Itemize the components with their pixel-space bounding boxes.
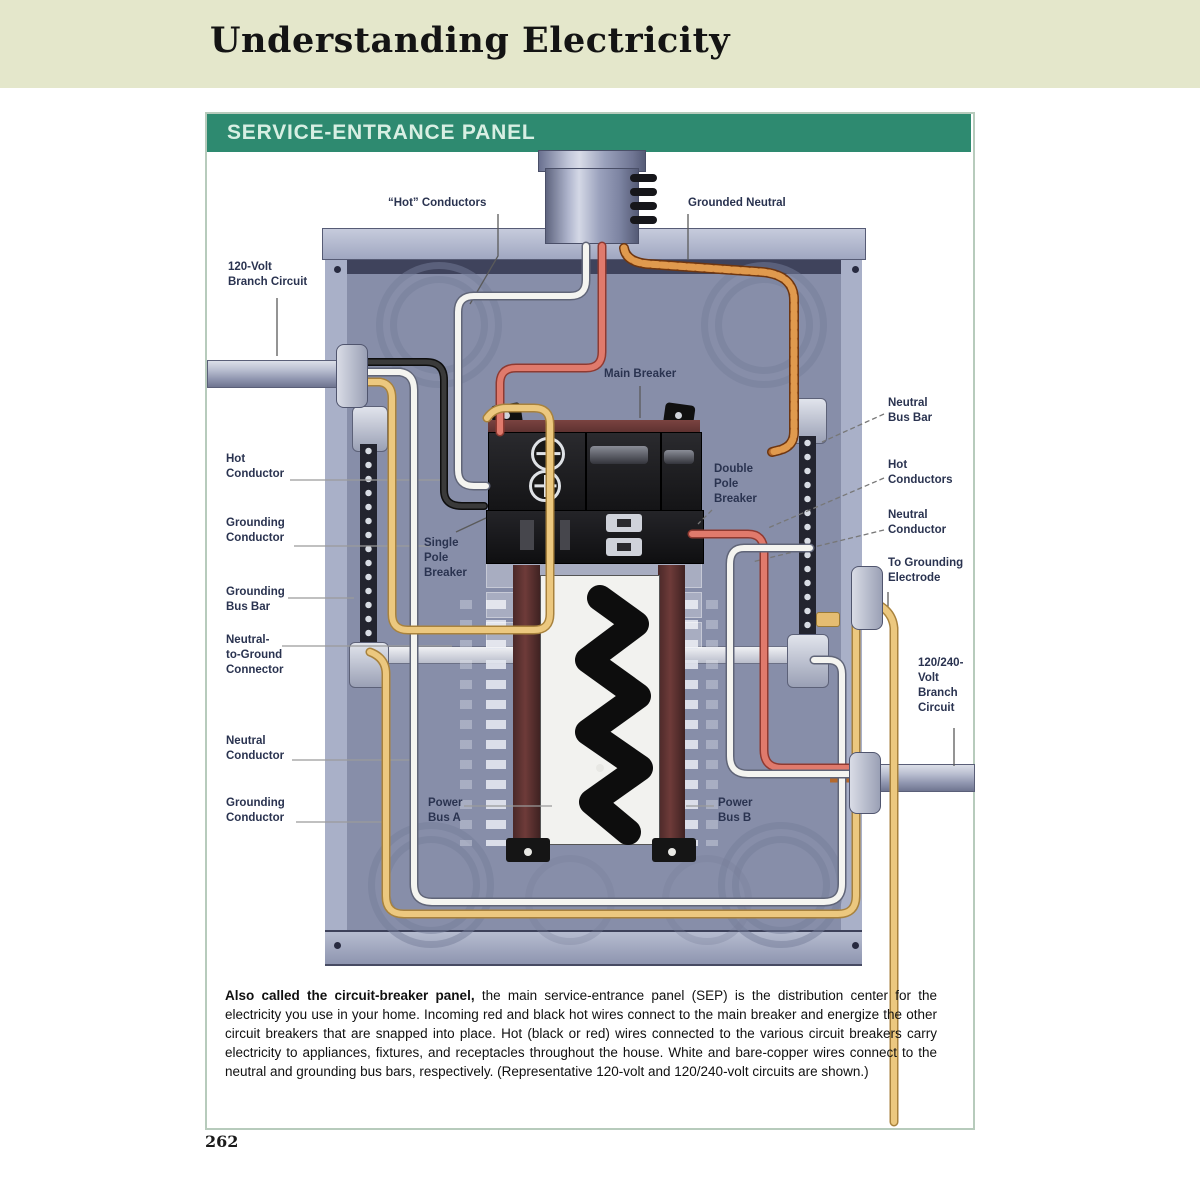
breaker-divider [585, 432, 587, 510]
branch-conduit-left [207, 360, 347, 388]
header-band [0, 0, 1200, 88]
main-breaker-lug [531, 437, 565, 471]
label-power-bus-b: Power Bus B [718, 797, 753, 824]
branch-breaker-row [486, 510, 704, 564]
label-neutral-conductor-left: Neutral Conductor [226, 735, 285, 762]
service-conduit [545, 168, 639, 244]
label-120-240-volt-branch-circuit: 120/240- Volt Branch Circuit [918, 657, 964, 714]
single-pole-breaker-slot [520, 520, 534, 550]
grounding-electrode-connector [851, 566, 883, 630]
bus-foot-screw [668, 848, 676, 856]
label-neutral-conductor-right: Neutral Conductor [888, 509, 947, 536]
label-hot-conductors-right: Hot Conductors [888, 459, 953, 486]
panel-screw [852, 942, 859, 949]
conduit-connector-left [336, 344, 368, 408]
bus-foot-screw [524, 848, 532, 856]
ground-wire-terminal [816, 612, 840, 627]
panel-screw [334, 266, 341, 273]
label-single-pole-breaker: Single Pole Breaker [424, 537, 467, 579]
bus-rail-right [658, 565, 685, 855]
breaker-slot-ladder [706, 600, 718, 846]
ear-screw [675, 412, 682, 419]
double-pole-breaker-handle [606, 514, 642, 532]
label-neutral-to-ground-connector: Neutral- to-Ground Connector [226, 634, 284, 676]
main-breaker [488, 432, 702, 512]
figure-caption: Also called the circuit-breaker panel, t… [225, 986, 937, 1081]
page-title: Understanding Electricity [210, 20, 731, 61]
label-neutral-bus-bar: Neutral Bus Bar [888, 397, 933, 424]
label-hot-conductors-top: “Hot” Conductors [388, 197, 487, 209]
knockout-ring [382, 836, 480, 934]
panel-screw [334, 942, 341, 949]
breaker-divider [660, 432, 662, 510]
conduit-bolt [630, 216, 657, 224]
main-breaker-handle [664, 450, 694, 464]
label-120-volt-branch-circuit: 120-Volt Branch Circuit [228, 261, 308, 288]
knockout-ring [390, 276, 488, 374]
panel-screw [852, 266, 859, 273]
bus-interior [540, 575, 660, 845]
neutral-bus-bar [799, 436, 816, 640]
double-pole-breaker-handle [606, 538, 642, 556]
single-pole-breaker-slot [560, 520, 570, 550]
conduit-connector-right [849, 752, 881, 814]
label-double-pole-breaker: Double Pole Breaker [714, 463, 757, 505]
ear-screw [503, 412, 510, 419]
caption-lead: Also called the circuit-breaker panel, [225, 988, 475, 1003]
conduit-bolt [630, 188, 657, 196]
conduit-bolt [630, 174, 657, 182]
label-to-grounding-electrode: To Grounding Electrode [888, 557, 964, 584]
section-header-bar [207, 114, 971, 152]
label-power-bus-a: Power Bus A [428, 797, 463, 824]
label-grounding-conductor-lower: Grounding Conductor [226, 797, 285, 824]
grounding-bus-bar [360, 444, 377, 648]
label-main-breaker: Main Breaker [604, 368, 677, 380]
bus-rail-left [513, 565, 540, 855]
label-grounded-neutral: Grounded Neutral [688, 197, 786, 209]
main-breaker-lug [529, 470, 561, 502]
knockout-ring [525, 855, 615, 945]
caption-body: the main service-entrance panel (SEP) is… [225, 988, 937, 1079]
label-grounding-conductor-upper: Grounding Conductor [226, 517, 285, 544]
knockout-ring [715, 276, 813, 374]
knockout-ring [662, 855, 752, 945]
section-header-title: SERVICE-ENTRANCE PANEL [227, 121, 536, 144]
page-number: 262 [205, 1132, 239, 1151]
conduit-bolt [630, 202, 657, 210]
grounding-bus-mount [349, 642, 389, 688]
label-grounding-bus-bar: Grounding Bus Bar [226, 586, 285, 613]
branch-conduit-right [876, 764, 975, 792]
label-hot-conductor: Hot Conductor [226, 453, 285, 480]
main-breaker-handle [590, 446, 648, 464]
neutral-bus-mount [787, 634, 829, 688]
